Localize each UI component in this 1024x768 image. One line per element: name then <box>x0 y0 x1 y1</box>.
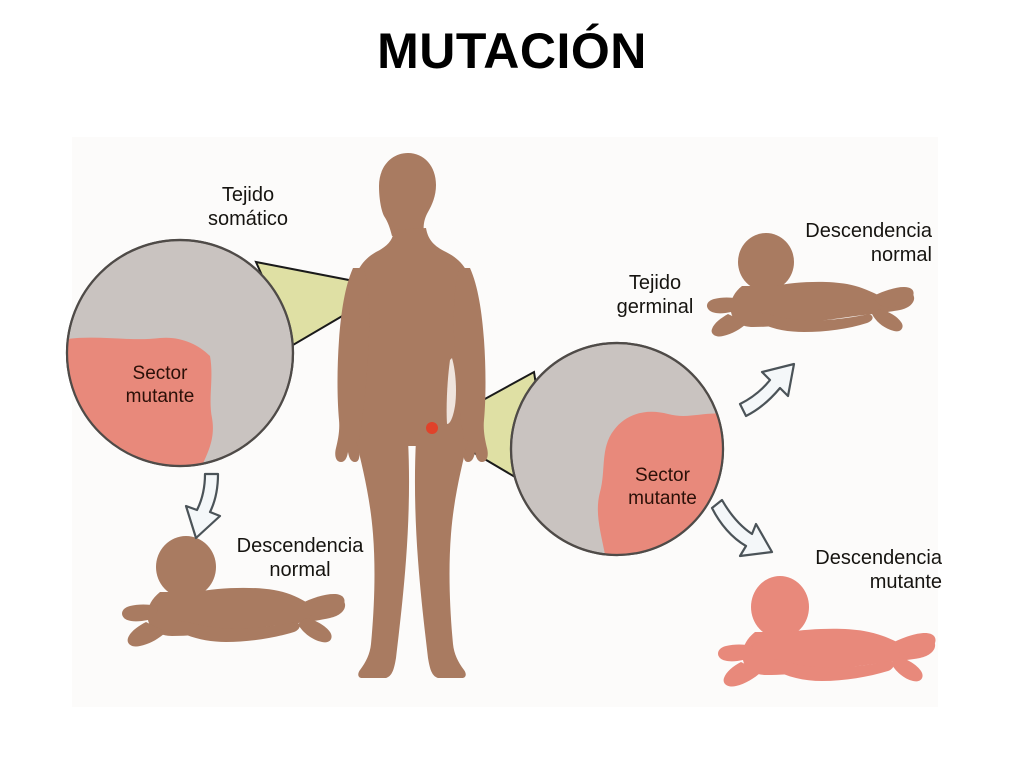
label-tejido-somatico: Tejido somático <box>207 184 289 230</box>
page-title: MUTACIÓN <box>377 23 647 79</box>
label-sector-mutante-somatic: Sector mutante <box>125 363 195 407</box>
label-descendencia-normal-top-right: Descendencia normal <box>805 220 932 266</box>
label-descendencia-mutante-bottom-right: Descendencia mutante <box>815 547 942 593</box>
label-descendencia-normal-bottom-left: Descendencia normal <box>236 535 364 581</box>
label-sector-mutante-germinal: Sector mutante <box>628 465 697 509</box>
label-tejido-germinal: Tejido germinal <box>616 272 694 318</box>
